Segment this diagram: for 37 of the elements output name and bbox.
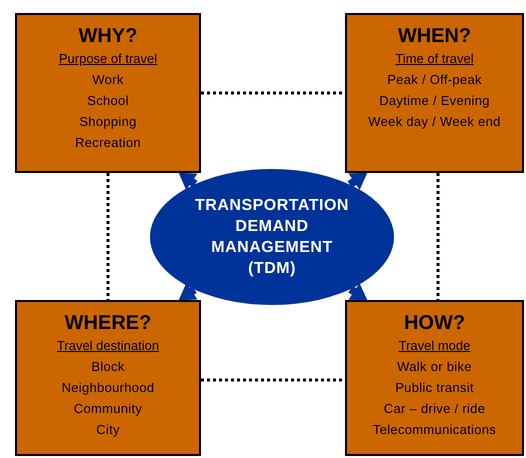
list-item: Peak / Off-peak <box>387 71 482 89</box>
list-item: Neighbourhood <box>62 379 154 397</box>
list-item: Telecommunications <box>372 421 496 439</box>
ellipse-node <box>150 169 394 305</box>
list-item: Community <box>74 400 142 418</box>
list-item: Shopping <box>79 113 137 131</box>
thick-arrow <box>348 284 368 300</box>
box-subheading: Purpose of travel <box>58 50 158 68</box>
list-item: Walk or bike <box>397 358 472 376</box>
thick-arrow <box>178 284 197 300</box>
box-heading: HOW? <box>404 311 466 336</box>
list-item: Public transit <box>395 379 474 397</box>
list-item: City <box>96 421 120 439</box>
dotted-connector <box>106 173 110 300</box>
list-item: School <box>87 92 129 110</box>
list-item: Work <box>92 71 124 89</box>
thick-arrow <box>178 172 198 188</box>
dotted-connector <box>436 173 440 300</box>
category-box <box>345 13 524 173</box>
box-heading: WHERE? <box>64 311 152 336</box>
box-subheading: Travel mode <box>398 337 470 355</box>
box-heading: WHEN? <box>398 24 472 49</box>
list-item: Recreation <box>75 134 141 152</box>
list-item: Car – drive / ride <box>384 400 486 418</box>
category-box <box>15 300 201 456</box>
dotted-connector <box>201 378 345 382</box>
category-box <box>345 300 524 456</box>
thick-arrow <box>348 172 368 188</box>
box-subheading: Time of travel <box>395 50 474 68</box>
list-item: Block <box>91 358 125 376</box>
dotted-connector <box>201 92 345 94</box>
box-heading: WHY? <box>78 24 138 49</box>
list-item: Week day / Week end <box>368 113 501 131</box>
ellipse-title: TRANSPORTATION DEMAND MANAGEMENT (TDM) <box>194 196 350 279</box>
list-item: Daytime / Evening <box>379 92 490 110</box>
box-subheading: Travel destination <box>56 337 160 355</box>
category-box <box>15 13 201 173</box>
